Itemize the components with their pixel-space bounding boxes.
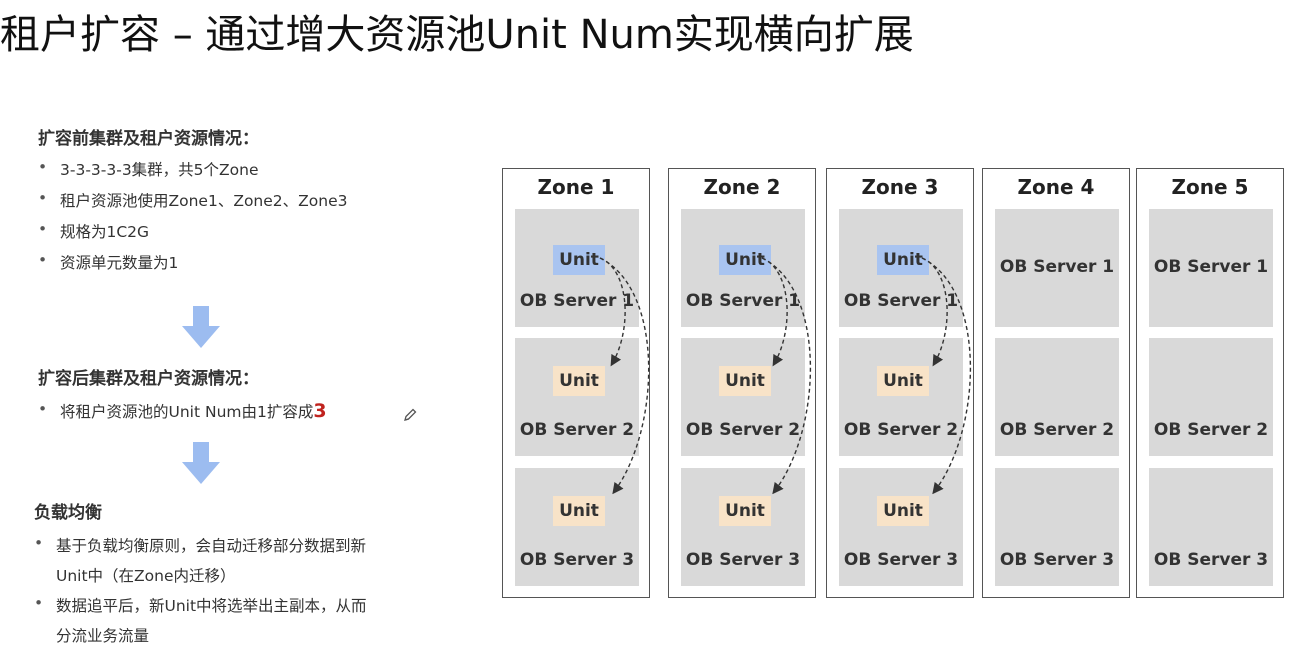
server-label: OB Server 1 [519,291,635,311]
ob-server-1: OB Server 1 [1149,209,1273,327]
bullet-item: 基于负载均衡原则，会自动迁移部分数据到新 [34,534,367,556]
bullet-item: 规格为1C2G [38,220,347,242]
bullet-continuation: Unit中（在Zone内迁移） [56,567,236,585]
zone-title: Zone 5 [1171,175,1249,199]
ob-server-3: Unit OB Server 3 [515,468,639,586]
unit-new: Unit [553,496,605,526]
server-label: OB Server 3 [519,550,635,570]
ob-server-2: Unit OB Server 2 [681,338,805,456]
before-bullets: 3-3-3-3-3集群，共5个Zone 租户资源池使用Zone1、Zone2、Z… [38,158,347,273]
zone-title: Zone 4 [1017,175,1095,199]
server-label: OB Server 2 [999,420,1115,440]
bullet-item: 3-3-3-3-3集群，共5个Zone [38,158,347,180]
bullet-item: 数据追平后，新Unit中将选举出主副本，从而 [34,594,367,616]
unit-num-highlight: 3 [313,400,327,422]
unit-new: Unit [877,496,929,526]
server-label: OB Server 2 [843,420,959,440]
ob-server-1: OB Server 1 [995,209,1119,327]
page-title: 租户扩容 – 通过增大资源池Unit Num实现横向扩展 [0,12,914,58]
zone-title: Zone 3 [861,175,939,199]
unit-new: Unit [877,366,929,396]
server-label: OB Server 2 [1153,420,1269,440]
ob-server-3: OB Server 3 [1149,468,1273,586]
bullet-item: 资源单元数量为1 [38,251,347,273]
ob-server-2: OB Server 2 [1149,338,1273,456]
server-label: OB Server 3 [843,550,959,570]
after-heading: 扩容后集群及租户资源情况： [38,369,259,389]
bullet-item: 租户资源池使用Zone1、Zone2、Zone3 [38,189,347,211]
unit-existing: Unit [553,245,605,275]
server-label: OB Server 2 [685,420,801,440]
balance-heading: 负载均衡 [34,503,102,523]
bullet-item: 将租户资源池的Unit Num由1扩容成3 [38,400,327,422]
bullet-continuation: 分流业务流量 [56,627,150,645]
after-bullet-text: 将租户资源池的Unit Num由1扩容成 [60,403,314,421]
ob-server-2: OB Server 2 [995,338,1119,456]
down-arrow-icon [182,442,220,484]
unit-new: Unit [719,366,771,396]
zone-1: Zone 1 Unit OB Server 1 Unit OB Server 2… [502,168,650,598]
zone-3: Zone 3 Unit OB Server 1 Unit OB Server 2… [826,168,974,598]
server-label: OB Server 1 [685,291,801,311]
zone-5: Zone 5 OB Server 1 OB Server 2 OB Server… [1136,168,1284,598]
after-bullets: 将租户资源池的Unit Num由1扩容成3 [38,400,327,422]
zone-title: Zone 2 [703,175,781,199]
pencil-icon[interactable] [402,407,418,423]
server-label: OB Server 1 [999,257,1115,277]
zone-2: Zone 2 Unit OB Server 1 Unit OB Server 2… [668,168,816,598]
ob-server-3: Unit OB Server 3 [839,468,963,586]
server-label: OB Server 1 [843,291,959,311]
down-arrow-icon [182,306,220,348]
balance-bullets: 基于负载均衡原则，会自动迁移部分数据到新 Unit中（在Zone内迁移） 数据追… [34,534,367,646]
zone-title: Zone 1 [537,175,615,199]
ob-server-1: Unit OB Server 1 [681,209,805,327]
ob-server-3: OB Server 3 [995,468,1119,586]
ob-server-2: Unit OB Server 2 [515,338,639,456]
ob-server-3: Unit OB Server 3 [681,468,805,586]
server-label: OB Server 3 [685,550,801,570]
unit-existing: Unit [719,245,771,275]
unit-new: Unit [553,366,605,396]
server-label: OB Server 2 [519,420,635,440]
server-label: OB Server 1 [1153,257,1269,277]
zone-4: Zone 4 OB Server 1 OB Server 2 OB Server… [982,168,1130,598]
server-label: OB Server 3 [999,550,1115,570]
ob-server-1: Unit OB Server 1 [839,209,963,327]
server-label: OB Server 3 [1153,550,1269,570]
before-heading: 扩容前集群及租户资源情况： [38,129,259,149]
unit-existing: Unit [877,245,929,275]
unit-new: Unit [719,496,771,526]
ob-server-1: Unit OB Server 1 [515,209,639,327]
ob-server-2: Unit OB Server 2 [839,338,963,456]
